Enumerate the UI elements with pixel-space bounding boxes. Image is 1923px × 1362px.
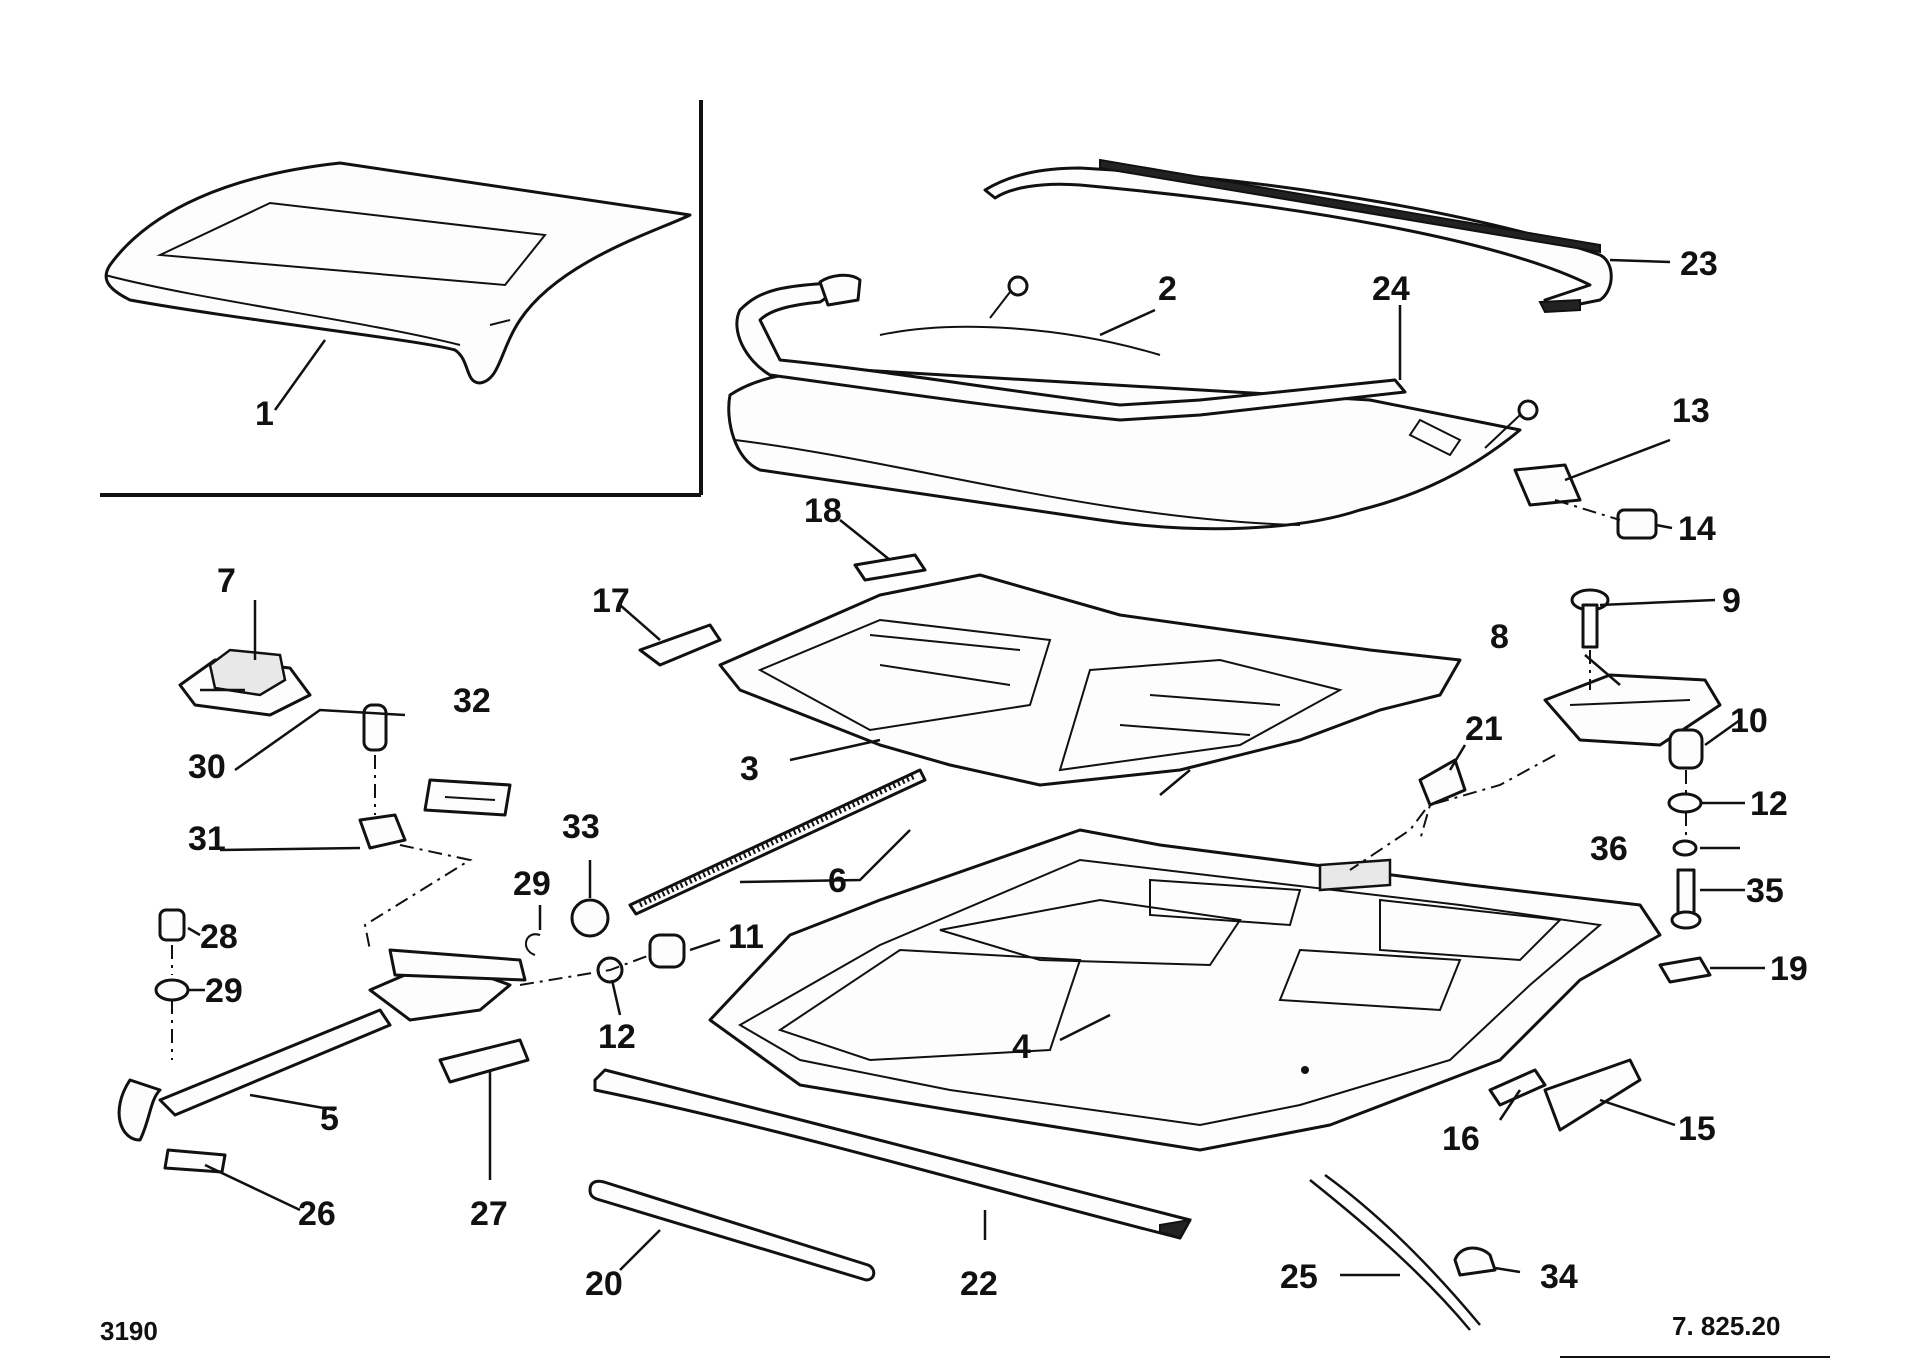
rubber-mount-part-10 <box>1668 728 1704 770</box>
inset-frame <box>100 100 703 497</box>
callout-1: 1 <box>255 395 274 433</box>
callout-14: 14 <box>1678 510 1716 548</box>
plate-part-16 <box>1488 1068 1547 1107</box>
callout-11: 11 <box>728 918 764 956</box>
callout-29b: 29 <box>513 865 551 903</box>
clip-part-34 <box>1453 1246 1497 1277</box>
washer-part-36 <box>1672 839 1698 857</box>
label-plate-part-32 <box>423 778 512 817</box>
callout-12b: 12 <box>1750 785 1788 823</box>
callout-15: 15 <box>1678 1110 1716 1148</box>
leader-lines <box>187 258 1765 1277</box>
callout-13: 13 <box>1672 392 1710 430</box>
pin-part-30 <box>362 703 388 752</box>
callout-26: 26 <box>298 1195 336 1233</box>
callout-17: 17 <box>592 582 630 620</box>
washer-part-12b <box>1667 792 1703 814</box>
assembly-lines <box>171 499 1687 1060</box>
callout-28: 28 <box>200 918 238 956</box>
cable-part-25 <box>1309 1173 1481 1331</box>
callout-5: 5 <box>320 1100 339 1138</box>
callout-33: 33 <box>562 808 600 846</box>
callout-9: 9 <box>1722 582 1741 620</box>
callout-34: 34 <box>1540 1258 1578 1296</box>
callout-7: 7 <box>217 562 236 600</box>
bracket-part-13 <box>1513 463 1582 507</box>
callout-4: 4 <box>1012 1028 1031 1066</box>
bracket-part-19 <box>1658 956 1712 984</box>
callout-27: 27 <box>470 1195 508 1233</box>
seal-part-20 <box>588 1179 876 1282</box>
screw-part-9 <box>1570 588 1610 649</box>
bracket-part-18 <box>853 553 927 582</box>
callout-18: 18 <box>804 492 842 530</box>
callout-2: 2 <box>1158 270 1177 308</box>
callout-24: 24 <box>1372 270 1410 308</box>
seal-part-22 <box>593 1068 1192 1240</box>
clip-part-29b <box>525 933 541 956</box>
frame-part-4 <box>708 828 1662 1152</box>
drive-rod-part-6 <box>628 768 927 916</box>
callout-32: 32 <box>453 682 491 720</box>
screw-part-35 <box>1670 868 1702 930</box>
callout-12a: 12 <box>598 1018 636 1056</box>
seal-strip-part-23 <box>983 158 1613 314</box>
motor-part-5 <box>117 948 527 1142</box>
callout-16: 16 <box>1442 1120 1480 1158</box>
callout-8: 8 <box>1490 618 1509 656</box>
glass-panel-part-2 <box>727 273 1539 531</box>
washer-part-29a <box>154 978 190 1002</box>
callout-20: 20 <box>585 1265 623 1303</box>
bracket-part-31 <box>358 813 407 850</box>
reference-number: 7. 825.20 <box>1672 1311 1780 1341</box>
callout-3: 3 <box>740 750 759 788</box>
callout-23: 23 <box>1680 245 1718 283</box>
callout-30: 30 <box>188 748 226 786</box>
cover-part-7 <box>178 648 312 717</box>
callout-10: 10 <box>1730 702 1768 740</box>
callouts: 1 2 3 4 5 6 7 8 9 10 11 12 12 13 14 15 1… <box>188 245 1808 1303</box>
bracket-part-17 <box>638 623 722 667</box>
callout-25: 25 <box>1280 1258 1318 1296</box>
callout-22: 22 <box>960 1265 998 1303</box>
bush-part-11 <box>648 933 686 969</box>
headliner-panel-part-3 <box>718 573 1462 787</box>
callout-36: 36 <box>1590 830 1628 868</box>
callout-35: 35 <box>1746 872 1784 910</box>
bush-part-33 <box>570 898 610 938</box>
callout-19: 19 <box>1770 950 1808 988</box>
sleeve-part-26 <box>163 1148 227 1174</box>
bracket-part-15 <box>1543 1058 1642 1132</box>
callout-21: 21 <box>1465 710 1503 748</box>
callout-6: 6 <box>828 862 847 900</box>
callout-29a: 29 <box>205 972 243 1010</box>
buffer-part-21 <box>1418 758 1467 807</box>
drawing-number: 3190 <box>100 1316 158 1346</box>
roof-panel-part-1 <box>104 161 692 385</box>
cap-part-14 <box>1616 508 1658 540</box>
spring-part-27 <box>438 1038 530 1084</box>
callout-31: 31 <box>188 820 226 858</box>
bolt-part-28 <box>158 908 186 942</box>
